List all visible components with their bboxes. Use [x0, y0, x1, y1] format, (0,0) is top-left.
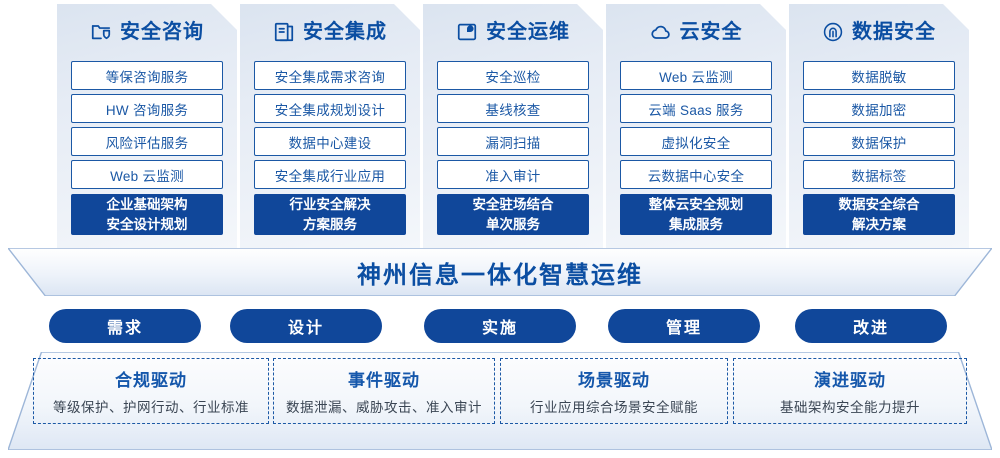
phase-pill-requirement[interactable]: 需求 [49, 309, 201, 343]
driver-card-compliance[interactable]: 合规驱动 等级保护、护网行动、行业标准 [33, 358, 269, 424]
pillar-item[interactable]: 基线核查 [437, 94, 589, 123]
driver-description: 数据泄漏、威胁攻击、准入审计 [286, 400, 482, 415]
driver-description: 等级保护、护网行动、行业标准 [53, 400, 249, 415]
pillar-header: 安全集成 [240, 21, 420, 43]
pillar-accent-line: 单次服务 [486, 216, 540, 232]
driver-description: 基础架构安全能力提升 [780, 400, 920, 415]
platform-banner-title: 神州信息一体化智慧运维 [357, 261, 643, 289]
pillar-item[interactable]: 数据中心建设 [254, 127, 406, 156]
pillar-item[interactable]: 云端 Saas 服务 [620, 94, 772, 123]
driver-card-incident[interactable]: 事件驱动 数据泄漏、威胁攻击、准入审计 [273, 358, 495, 424]
cloud-icon [650, 21, 672, 43]
pillar-header: 安全咨询 [57, 21, 237, 43]
pillar-item[interactable]: 数据脱敏 [803, 61, 955, 90]
pillar-panel-security-consulting[interactable]: 安全咨询 等保咨询服务 HW 咨询服务 风险评估服务 Web 云监测 企业基础架… [57, 4, 237, 248]
driver-card-row: 合规驱动 等级保护、护网行动、行业标准 事件驱动 数据泄漏、威胁攻击、准入审计 … [0, 352, 1000, 450]
pillar-item[interactable]: 安全集成需求咨询 [254, 61, 406, 90]
pillar-accent-line: 行业安全解决 [289, 196, 371, 212]
driver-title: 场景驱动 [578, 371, 650, 390]
pillar-accent-line: 整体云安全规划 [648, 196, 744, 212]
fingerprint-icon [822, 21, 844, 43]
pillar-item[interactable]: 云数据中心安全 [620, 160, 772, 189]
pillar-item[interactable]: 风险评估服务 [71, 127, 223, 156]
pillar-accent-line: 方案服务 [303, 216, 357, 232]
pillar-item-list: Web 云监测 云端 Saas 服务 虚拟化安全 云数据中心安全 整体云安全规划… [620, 61, 772, 235]
pillar-item[interactable]: 安全集成行业应用 [254, 160, 406, 189]
pillar-item[interactable]: 虚拟化安全 [620, 127, 772, 156]
pillar-item[interactable]: HW 咨询服务 [71, 94, 223, 123]
pillar-item[interactable]: 数据标签 [803, 160, 955, 189]
pillar-header: 云安全 [606, 21, 786, 43]
pillar-item[interactable]: 数据保护 [803, 127, 955, 156]
pillar-accent-card[interactable]: 企业基础架构 安全设计规划 [71, 194, 223, 235]
documents-stack-icon [273, 21, 295, 43]
pillar-item-list: 等保咨询服务 HW 咨询服务 风险评估服务 Web 云监测 企业基础架构 安全设… [71, 61, 223, 235]
pillar-header: 数据安全 [789, 21, 969, 43]
pillar-accent-line: 数据安全综合 [838, 196, 920, 212]
pillar-accent-card[interactable]: 安全驻场结合 单次服务 [437, 194, 589, 235]
phase-pill-design[interactable]: 设计 [230, 309, 382, 343]
pillar-header: 安全运维 [423, 21, 603, 43]
pillar-item[interactable]: 数据加密 [803, 94, 955, 123]
pillar-title: 安全运维 [486, 21, 570, 43]
driver-title: 演进驱动 [814, 371, 886, 390]
pillar-item[interactable]: 安全巡检 [437, 61, 589, 90]
shield-folder-icon [90, 21, 112, 43]
phase-pill-row: 需求 设计 实施 管理 改进 [0, 309, 1000, 343]
pillar-accent-line: 集成服务 [669, 216, 723, 232]
monitor-chart-icon [456, 21, 478, 43]
pillar-panel-cloud-security[interactable]: 云安全 Web 云监测 云端 Saas 服务 虚拟化安全 云数据中心安全 整体云… [606, 4, 786, 248]
pillar-item-list: 数据脱敏 数据加密 数据保护 数据标签 数据安全综合 解决方案 [803, 61, 955, 235]
pillar-panels: 安全咨询 等保咨询服务 HW 咨询服务 风险评估服务 Web 云监测 企业基础架… [0, 0, 1000, 252]
pillar-accent-line: 解决方案 [852, 216, 906, 232]
pillar-item[interactable]: 准入审计 [437, 160, 589, 189]
driver-title: 事件驱动 [348, 371, 420, 390]
phase-pill-management[interactable]: 管理 [608, 309, 760, 343]
pillar-accent-card[interactable]: 行业安全解决 方案服务 [254, 194, 406, 235]
pillar-title: 安全集成 [303, 21, 387, 43]
pillar-item-list: 安全集成需求咨询 安全集成规划设计 数据中心建设 安全集成行业应用 行业安全解决… [254, 61, 406, 235]
driver-title: 合规驱动 [115, 371, 187, 390]
pillar-title: 安全咨询 [120, 21, 204, 43]
pillar-panel-security-integration[interactable]: 安全集成 安全集成需求咨询 安全集成规划设计 数据中心建设 安全集成行业应用 行… [240, 4, 420, 248]
driver-description: 行业应用综合场景安全赋能 [530, 400, 698, 415]
pillar-accent-line: 安全驻场结合 [472, 196, 554, 212]
pillar-item[interactable]: 安全集成规划设计 [254, 94, 406, 123]
pillar-accent-line: 企业基础架构 [106, 196, 188, 212]
pillar-panel-data-security[interactable]: 数据安全 数据脱敏 数据加密 数据保护 数据标签 数据安全综合 解决方案 [789, 4, 969, 248]
phase-pill-implementation[interactable]: 实施 [424, 309, 576, 343]
pillar-accent-card[interactable]: 整体云安全规划 集成服务 [620, 194, 772, 235]
pillar-item[interactable]: Web 云监测 [71, 160, 223, 189]
pillar-item[interactable]: 漏洞扫描 [437, 127, 589, 156]
pillar-item[interactable]: 等保咨询服务 [71, 61, 223, 90]
driver-card-evolution[interactable]: 演进驱动 基础架构安全能力提升 [733, 358, 967, 424]
pillar-panel-security-operations[interactable]: 安全运维 安全巡检 基线核查 漏洞扫描 准入审计 安全驻场结合 单次服务 [423, 4, 603, 248]
pillar-accent-line: 安全设计规划 [106, 216, 188, 232]
pillar-item-list: 安全巡检 基线核查 漏洞扫描 准入审计 安全驻场结合 单次服务 [437, 61, 589, 235]
pillar-title: 数据安全 [852, 21, 936, 43]
phase-pill-improvement[interactable]: 改进 [795, 309, 947, 343]
pillar-title: 云安全 [679, 21, 743, 43]
pillar-item[interactable]: Web 云监测 [620, 61, 772, 90]
pillar-accent-card[interactable]: 数据安全综合 解决方案 [803, 194, 955, 235]
driver-card-scenario[interactable]: 场景驱动 行业应用综合场景安全赋能 [500, 358, 728, 424]
